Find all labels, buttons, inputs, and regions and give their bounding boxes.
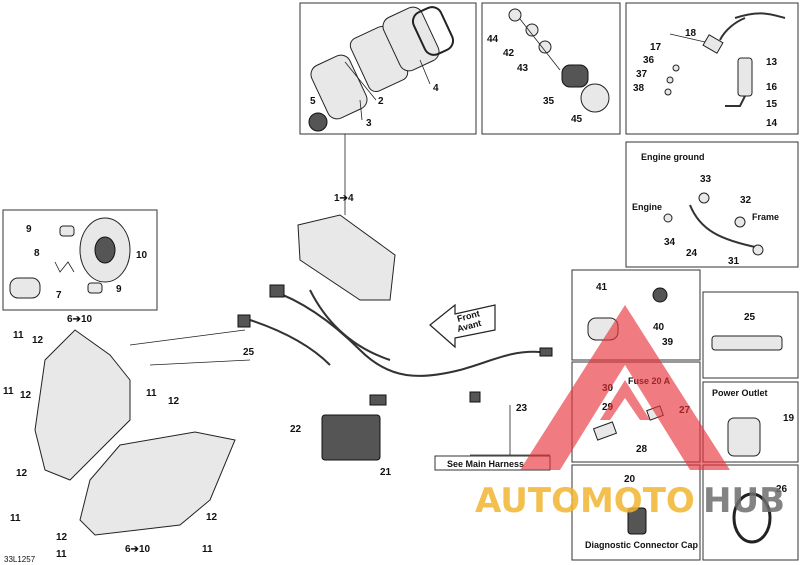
- callout-28: 28: [636, 444, 648, 455]
- callout-18: 18: [685, 28, 697, 39]
- callout-19: 19: [783, 413, 795, 424]
- callout-3: 3: [366, 118, 372, 129]
- callout-12a: 12: [32, 335, 44, 346]
- callout-2: 2: [378, 96, 384, 107]
- callout-11f: 11: [202, 544, 213, 555]
- callout-34: 34: [664, 237, 676, 248]
- callout-12f: 12: [206, 512, 218, 523]
- key-switch-parts: [508, 8, 610, 113]
- callout-41: 41: [596, 282, 608, 293]
- see-main-harness: See Main Harness: [447, 459, 524, 469]
- callout-35: 35: [543, 96, 555, 107]
- callout-36: 36: [643, 55, 655, 66]
- headlight-assemblies: [34, 329, 236, 536]
- inset-engine-ground-box: [625, 141, 799, 268]
- callout-45: 45: [571, 114, 583, 125]
- callout-39: 39: [662, 337, 674, 348]
- callout-20: 20: [624, 474, 636, 485]
- engine-ground-parts: [663, 192, 764, 256]
- callout-37: 37: [636, 69, 648, 80]
- callout-24: 24: [686, 248, 698, 259]
- callout-23: 23: [516, 403, 528, 414]
- callout-7: 7: [56, 290, 62, 301]
- callouts: 5 2 3 4 1➔4 44 42 43 35 45 18 17 36 37 3…: [3, 28, 795, 560]
- watermark-text-b: HUB: [703, 481, 785, 521]
- callout-8: 8: [34, 248, 40, 259]
- callout-42: 42: [503, 48, 515, 59]
- inset-grease-box: [702, 291, 799, 379]
- watermark-text-a: AUTOMOTO: [475, 481, 695, 521]
- callout-4: 4: [433, 83, 439, 94]
- inset-seal-box: [702, 464, 799, 561]
- callout-31: 31: [728, 256, 740, 267]
- callout-11b: 11: [3, 386, 14, 397]
- callout-22: 22: [290, 424, 302, 435]
- callout-33: 33: [700, 174, 712, 185]
- callout-12c: 12: [168, 396, 180, 407]
- callout-32: 32: [740, 195, 752, 206]
- callout-13: 13: [766, 57, 778, 68]
- callout-11d: 11: [10, 513, 21, 524]
- callout-44: 44: [487, 34, 499, 45]
- watermark: AUTOMOTO HUB: [475, 305, 785, 521]
- callout-1-4: 1➔4: [334, 193, 354, 204]
- gauge-parts: [308, 6, 455, 132]
- callout-6-10b: 6➔10: [125, 544, 151, 555]
- headlight-inset-parts: [9, 217, 131, 299]
- power-outlet-label: Power Outlet: [712, 388, 768, 398]
- front-arrow: Front Avant: [429, 303, 496, 349]
- watermark-logo-icon: [520, 305, 730, 470]
- callout-10: 10: [136, 250, 148, 261]
- callout-12b: 12: [20, 390, 32, 401]
- callout-17: 17: [650, 42, 662, 53]
- callout-21: 21: [380, 467, 392, 478]
- engine-label: Engine: [632, 202, 662, 212]
- callout-9b: 9: [116, 284, 122, 295]
- engine-ground-label: Engine ground: [641, 152, 705, 162]
- callout-43: 43: [517, 63, 529, 74]
- callout-16: 16: [766, 82, 778, 93]
- callout-25b: 25: [744, 312, 756, 323]
- callout-6-10a: 6➔10: [67, 314, 93, 325]
- diagram-code: 33L1257: [4, 555, 36, 564]
- sensor-parts: [664, 12, 786, 107]
- callout-11a: 11: [13, 330, 24, 341]
- callout-25a: 25: [243, 347, 255, 358]
- callout-38: 38: [633, 83, 645, 94]
- callout-29: 29: [602, 402, 614, 413]
- diagnostic-cap-label: Diagnostic Connector Cap: [585, 540, 699, 550]
- inset-sensor-box: [625, 2, 799, 135]
- callout-40: 40: [653, 322, 665, 333]
- main-harness: [237, 214, 553, 461]
- callout-5: 5: [310, 96, 316, 107]
- frame-label: Frame: [752, 212, 779, 222]
- callout-9a: 9: [26, 224, 32, 235]
- callout-11c: 11: [146, 388, 157, 399]
- callout-12d: 12: [16, 468, 28, 479]
- callout-12e: 12: [56, 532, 68, 543]
- inset-key-switch-box: [481, 2, 621, 135]
- callout-14: 14: [766, 118, 778, 129]
- callout-26: 26: [776, 484, 788, 495]
- callout-11e: 11: [56, 549, 67, 560]
- callout-15: 15: [766, 99, 778, 110]
